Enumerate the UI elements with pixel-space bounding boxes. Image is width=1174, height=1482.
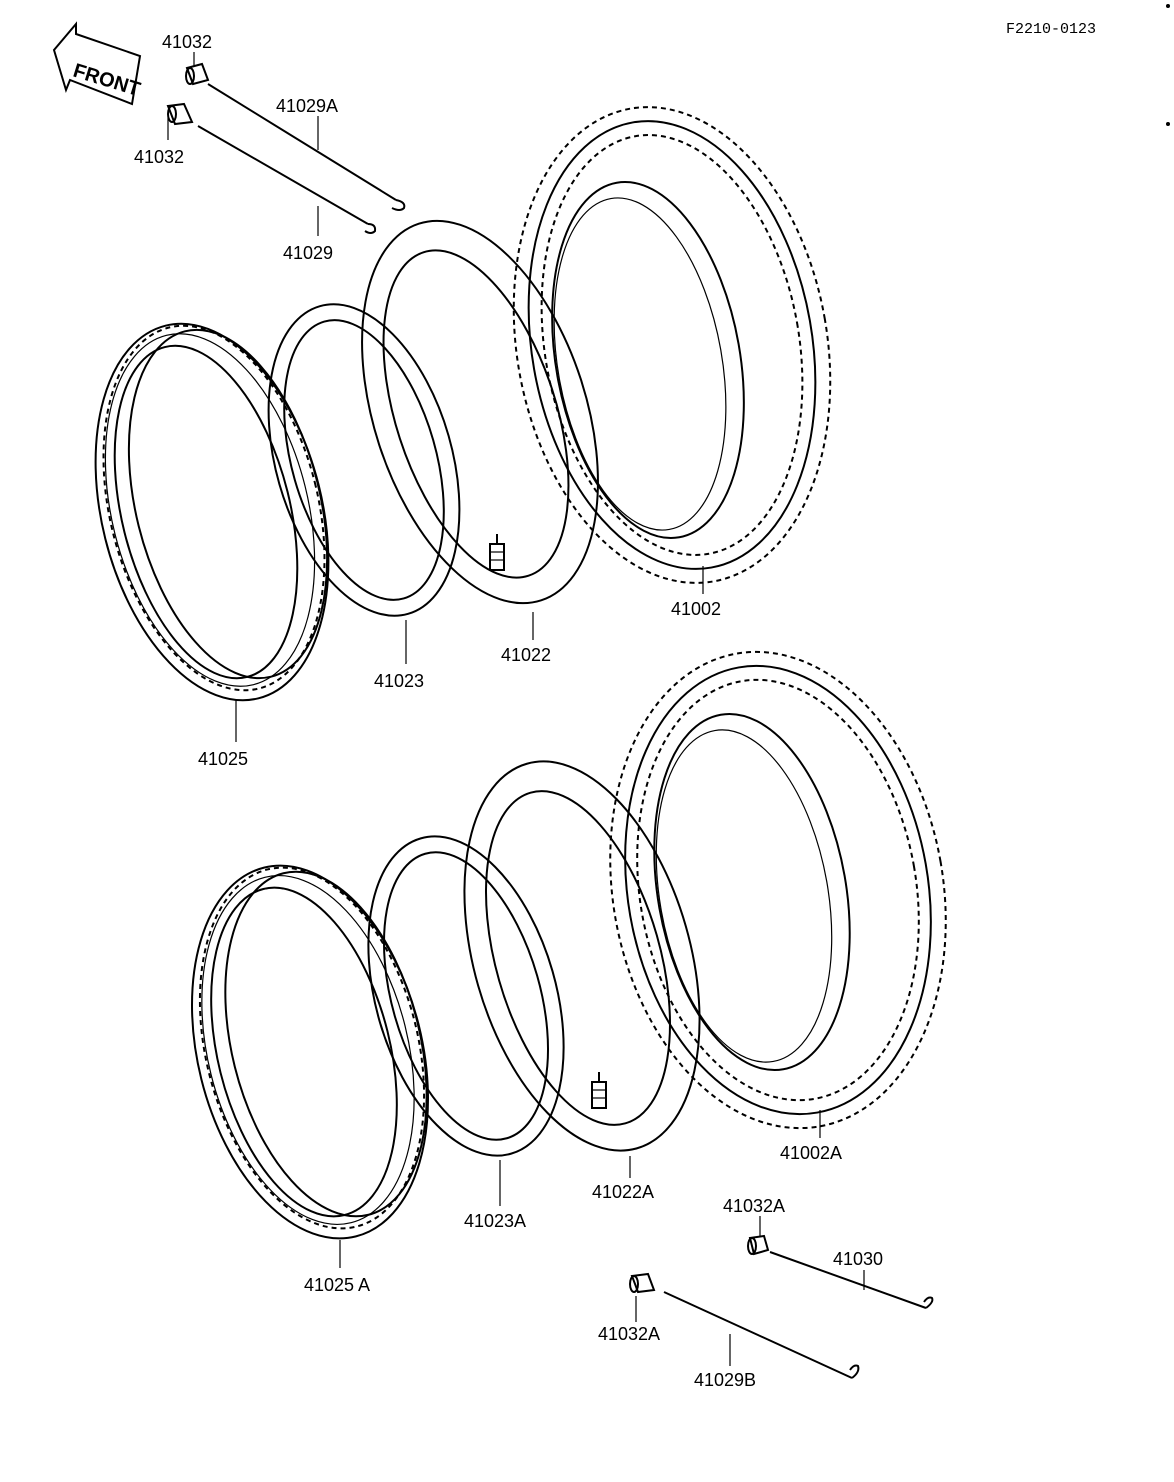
rear-rim-band-41023a [367, 835, 565, 1157]
label-spoke-nipple-c: 41032A [723, 1196, 785, 1216]
label-spoke-c: 41029B [694, 1370, 756, 1390]
label-rear-rim: 41025 A [304, 1275, 370, 1295]
spoke-41029b [663, 1291, 853, 1379]
margin-mark [1166, 122, 1170, 126]
label-spoke-a: 41029A [276, 96, 338, 116]
spoke-41029b-hook [849, 1364, 860, 1379]
label-front-tube: 41022 [501, 645, 551, 665]
label-front-rim-band: 41023 [374, 671, 424, 691]
spoke-nipple-41032a-upper-icon [747, 1234, 770, 1256]
front-rim-41025 [94, 322, 330, 702]
valve-stem-icon [489, 534, 505, 571]
label-spoke: 41029 [283, 243, 333, 263]
label-spoke-nipple-a: 41032 [162, 32, 212, 52]
label-spoke-nipple-d: 41032A [598, 1324, 660, 1344]
spoke-41029a [207, 83, 397, 201]
spoke-41029 [197, 125, 369, 225]
rear-rim-41025a [191, 864, 429, 1240]
spoke-41029a-hook [391, 199, 406, 211]
label-front-rim: 41025 [198, 749, 248, 769]
valve-stem-icon [591, 1072, 607, 1109]
spoke-41030 [769, 1251, 927, 1309]
label-rear-tire: 41002A [780, 1143, 842, 1163]
label-rear-rim-band: 41023A [464, 1211, 526, 1231]
front-rim-band-41023 [267, 303, 461, 617]
label-rear-tube: 41022A [592, 1182, 654, 1202]
spoke-nipple-top-icon [185, 62, 210, 86]
spoke-nipple-lower-icon [166, 102, 194, 126]
front-tube-41022 [361, 219, 599, 605]
spoke-41030-hook [923, 1296, 934, 1309]
spoke-nipple-41032a-lower-icon [629, 1272, 656, 1294]
rear-tube-41022a [463, 760, 701, 1152]
label-spoke-b: 41030 [833, 1249, 883, 1269]
rear-tire-41002a [609, 650, 947, 1130]
margin-mark [1166, 4, 1170, 8]
label-spoke-nipple-b: 41032 [134, 147, 184, 167]
spoke-41029-hook [364, 223, 377, 234]
front-tire-41002 [512, 106, 832, 584]
front-arrow-icon: FRONT [52, 21, 143, 106]
diagram-reference-code: F2210-0123 [1006, 21, 1096, 38]
label-front-tire: 41002 [671, 599, 721, 619]
